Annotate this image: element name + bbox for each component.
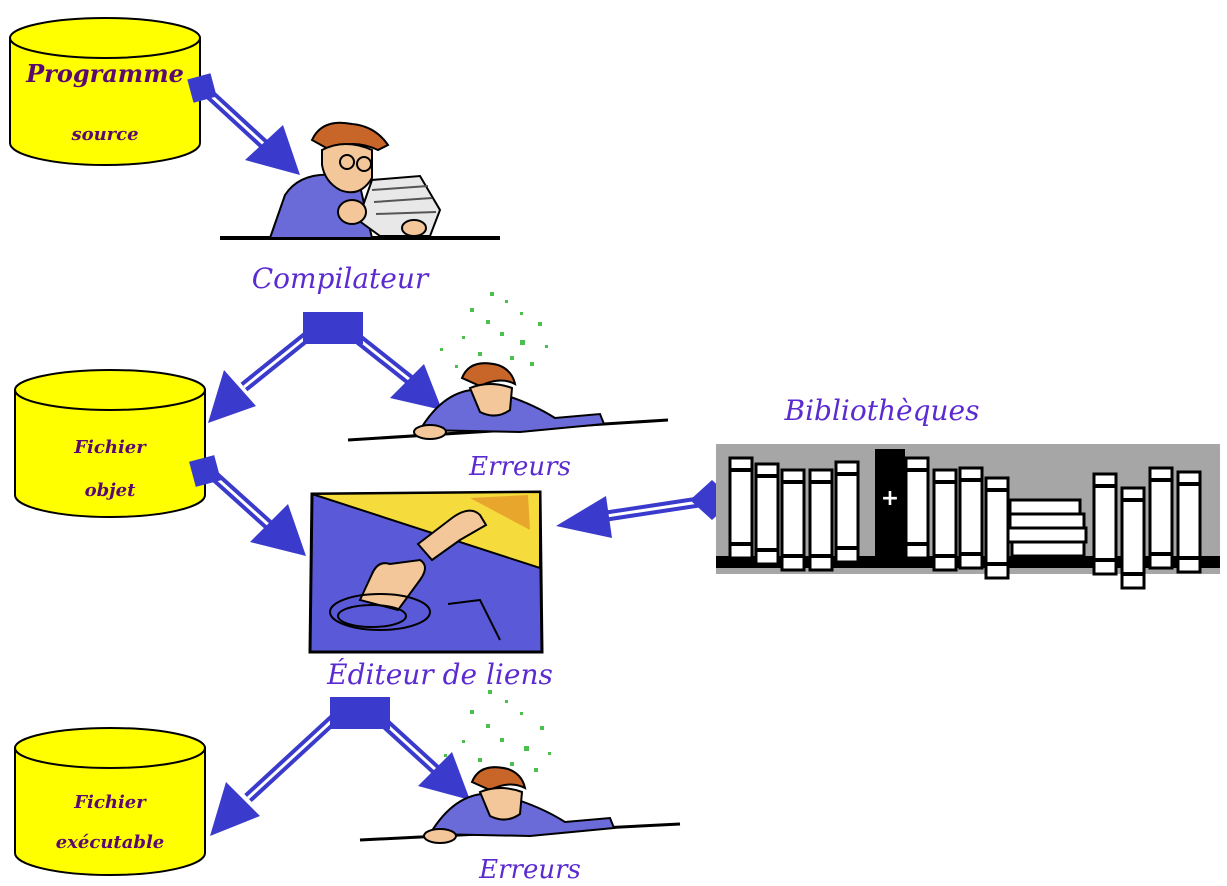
- fichier-objet-database: Fichier objet: [15, 370, 205, 517]
- linker-label: Éditeur de liens: [326, 658, 553, 691]
- programme-source-label-line2: source: [70, 124, 138, 145]
- fichier-executable-database: Fichier exécutable: [15, 728, 205, 875]
- arrow-compiler-to-errors: [352, 334, 442, 410]
- libraries-label: Bibliothèques: [784, 394, 980, 427]
- errors-person-clipart-2: [360, 690, 680, 843]
- compiler-label: Compilateur: [252, 262, 430, 295]
- errors-label-2: Erreurs: [478, 855, 581, 885]
- arrow-object-to-linker: [189, 455, 306, 556]
- errors-label-1: Erreurs: [468, 452, 571, 482]
- arrow-linker-to-errors: [378, 717, 470, 800]
- arrow-linker-to-executable: [210, 717, 336, 836]
- programme-source-database: Programme source: [10, 18, 200, 165]
- arrow-source-to-compiler: [187, 73, 300, 175]
- compiler-splitter-node: [303, 312, 363, 344]
- linker-hands-clipart: [310, 492, 542, 652]
- arrow-libraries-to-linker: [556, 480, 734, 538]
- fichier-executable-label-line2: exécutable: [56, 832, 165, 853]
- fichier-objet-label-line1: Fichier: [73, 437, 147, 458]
- arrow-compiler-to-object: [208, 334, 310, 423]
- libraries-bookshelf-clipart: +: [716, 444, 1220, 588]
- fichier-executable-label-line1: Fichier: [73, 792, 147, 813]
- svg-text:+: +: [881, 486, 899, 511]
- linker-splitter-node: [330, 697, 390, 729]
- fichier-objet-label-line2: objet: [85, 480, 137, 501]
- programme-source-label-line1: Programme: [25, 59, 184, 88]
